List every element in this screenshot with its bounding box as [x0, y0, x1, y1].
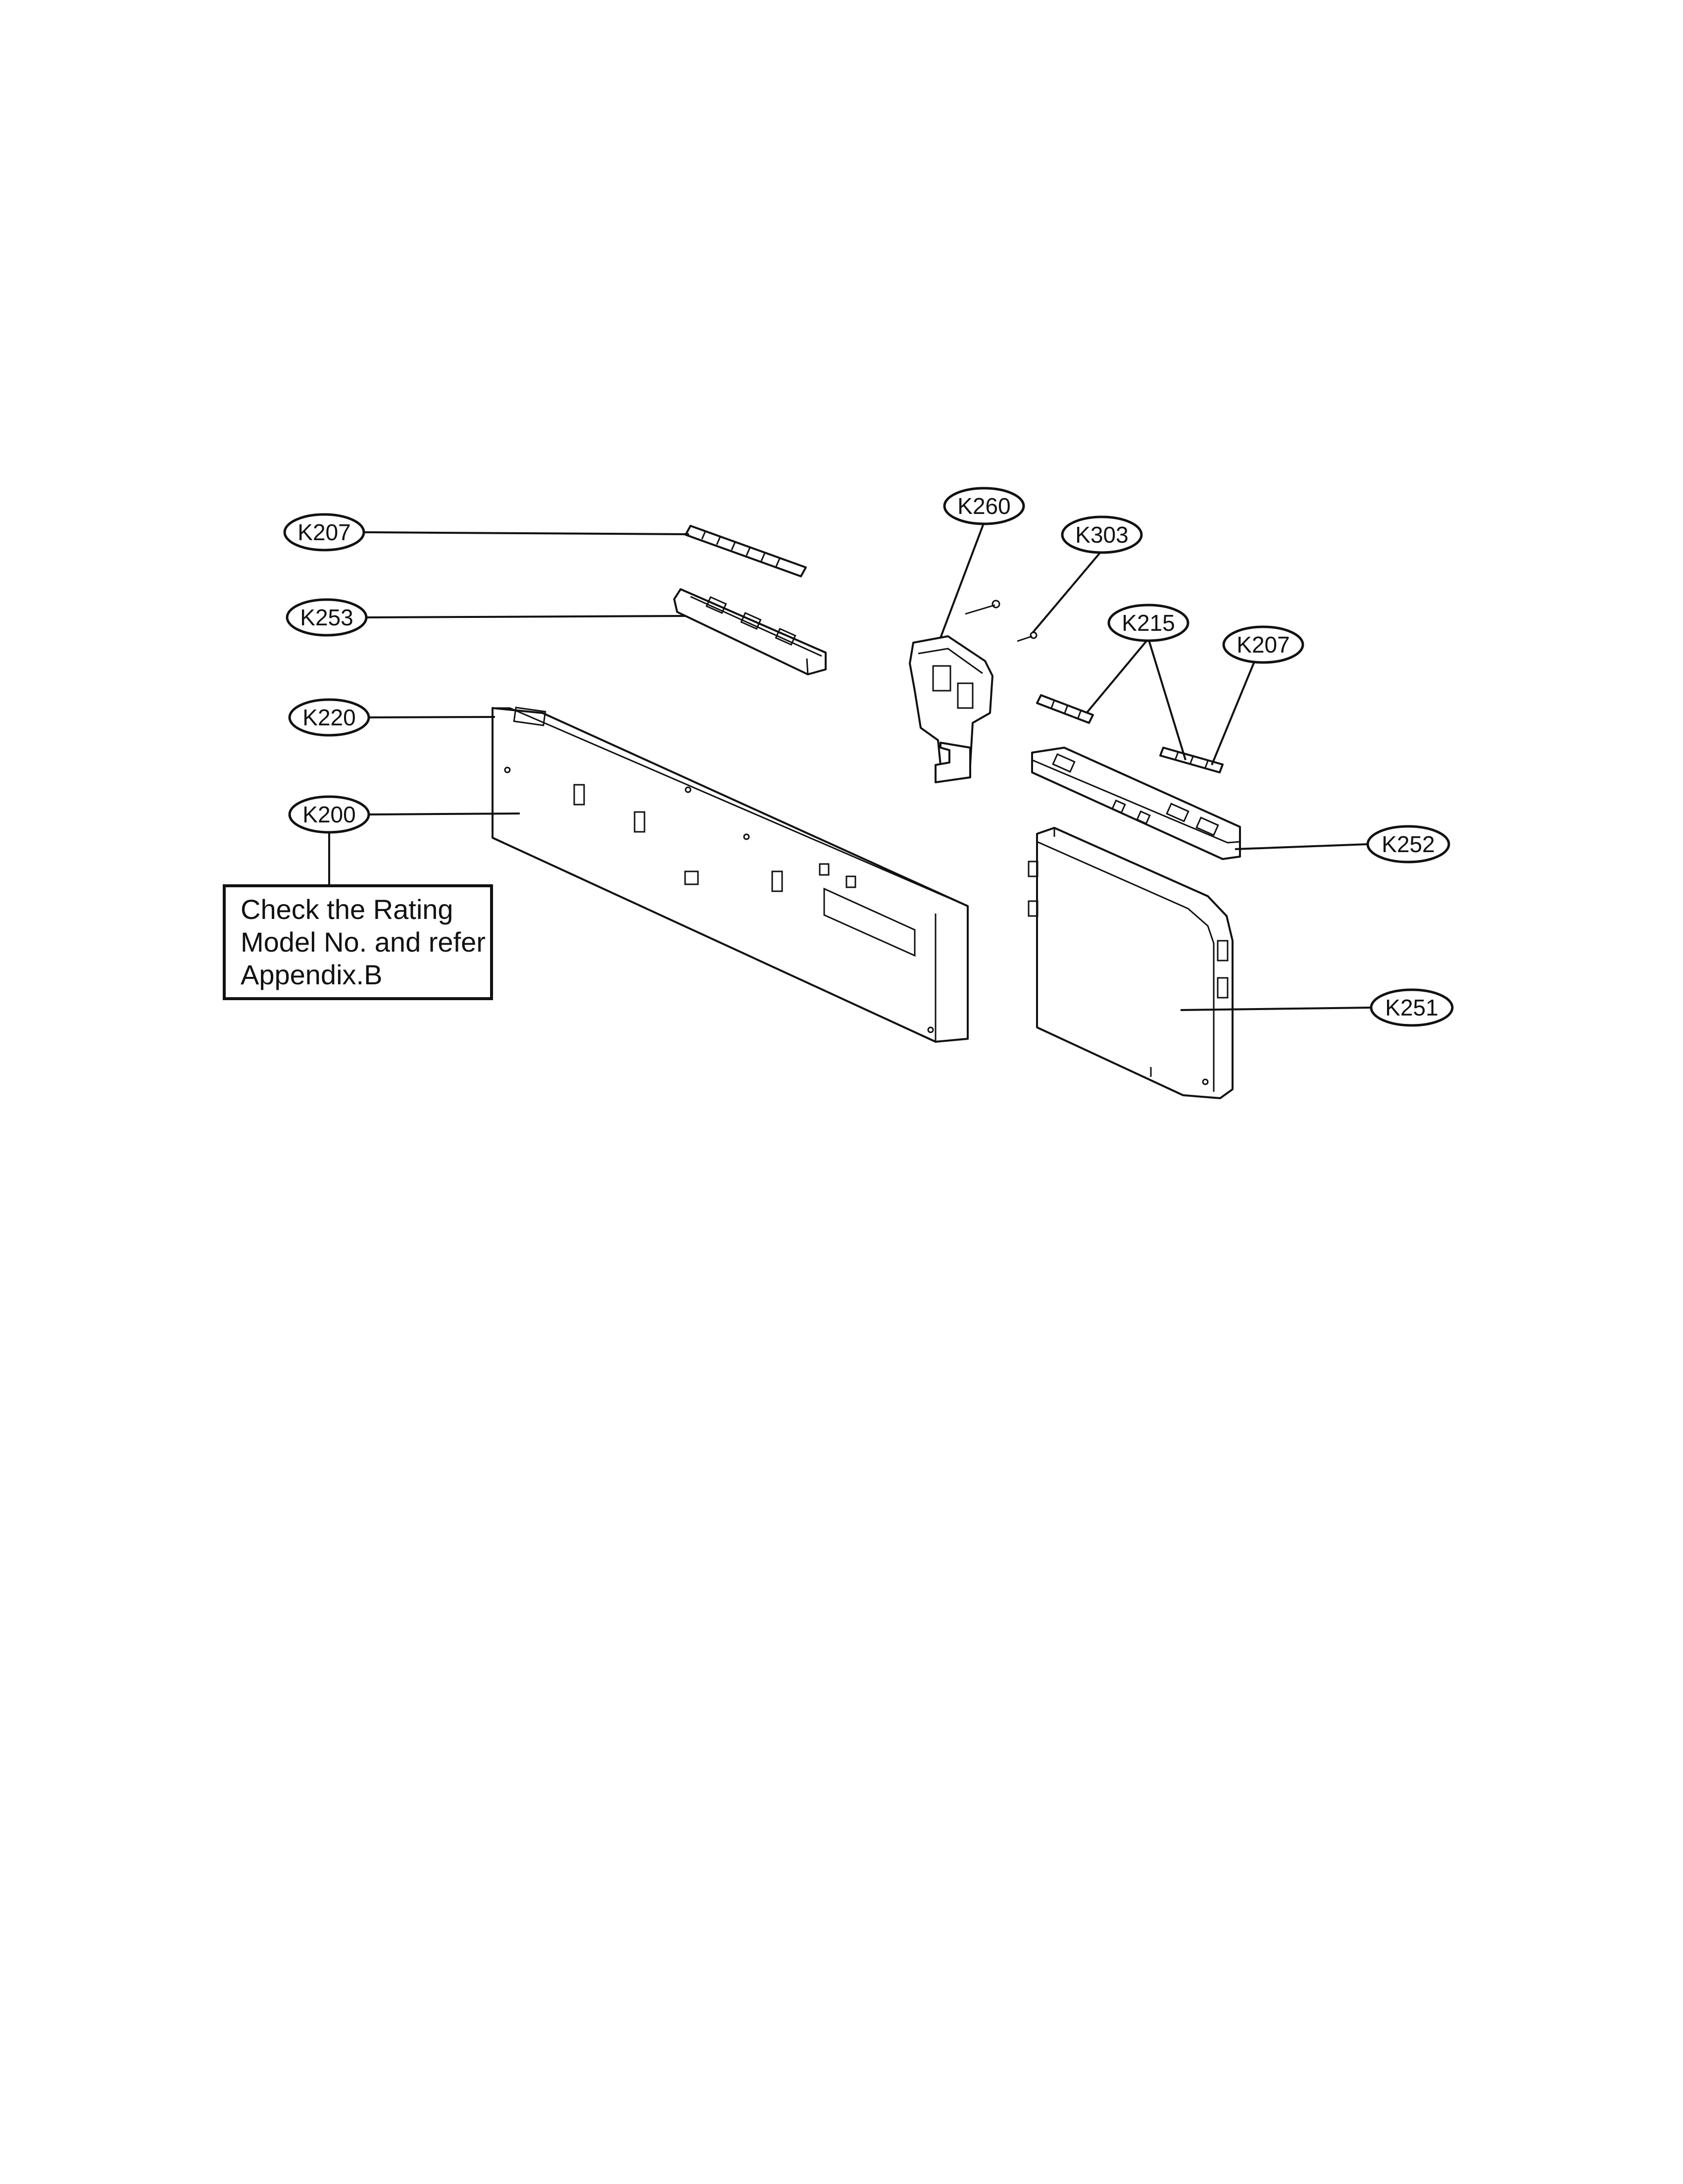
callout-k251-label: K251 [1385, 995, 1438, 1020]
callout-k252-label: K252 [1382, 831, 1435, 857]
callout-k260: K260 [943, 487, 1025, 525]
callout-k220-label: K220 [302, 705, 355, 730]
callout-k260-label: K260 [957, 493, 1010, 519]
callout-k207-top-label: K207 [297, 519, 350, 545]
callout-k215-label: K215 [1122, 610, 1175, 636]
callout-k207-right: K207 [1222, 625, 1304, 664]
callout-k207-right-label: K207 [1237, 632, 1289, 658]
part-button-holder-left [673, 588, 827, 675]
callout-k303-label: K303 [1075, 522, 1128, 548]
note-line-3: Appendix.B [241, 959, 383, 990]
note-line-2: Model No. and refer [241, 926, 486, 958]
part-button-strip-small-right [1159, 747, 1224, 773]
leader-lines [328, 522, 1373, 1011]
note-line-1: Check the Rating [241, 894, 453, 925]
callout-k200: K200 [288, 795, 370, 834]
part-button-strip-top [685, 525, 807, 577]
callout-k251: K251 [1370, 988, 1454, 1027]
callout-k303: K303 [1061, 515, 1143, 554]
callout-k200-label: K200 [302, 802, 355, 827]
part-control-panel [492, 707, 969, 1043]
callout-k252: K252 [1366, 825, 1450, 863]
callout-k253: K253 [286, 598, 368, 637]
callout-k253-label: K253 [300, 605, 353, 630]
callout-k220: K220 [288, 698, 370, 737]
part-button-strip-small-left [1036, 694, 1094, 724]
rating-note-box: Check the Rating Model No. and refer App… [223, 884, 493, 1000]
part-door-latch [909, 600, 1038, 783]
part-pcb-cover [1028, 827, 1234, 1099]
callout-k207-top: K207 [283, 513, 365, 552]
part-button-holder-right [1031, 747, 1241, 860]
callout-k215: K215 [1107, 604, 1189, 642]
